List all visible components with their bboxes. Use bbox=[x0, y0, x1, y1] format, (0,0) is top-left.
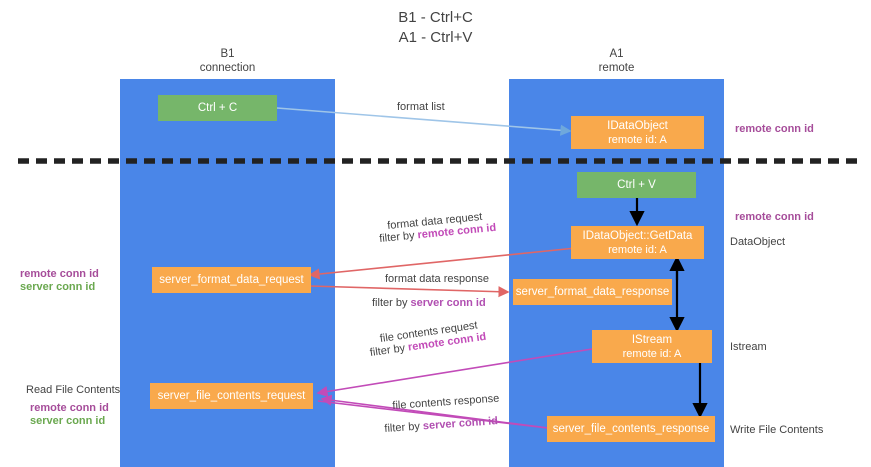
side-label-read-file-contents: Read File Contents bbox=[26, 384, 121, 396]
edge-label-format-data-response-filter: filter by server conn id bbox=[372, 297, 486, 311]
node-ctrl-v-label: Ctrl + V bbox=[617, 179, 656, 191]
filter-prefix: filter by bbox=[369, 341, 409, 360]
column-header-b1-role: connection bbox=[199, 61, 256, 74]
node-server-format-data-request[interactable]: server_format_data_request bbox=[152, 267, 311, 293]
edge-label-format-list: format list bbox=[397, 101, 445, 113]
node-ctrl-c-label: Ctrl + C bbox=[197, 102, 238, 114]
side-label-left-server-conn-id: server conn id bbox=[20, 281, 96, 293]
node-istream-label: IStream bbox=[631, 333, 673, 346]
node-server-file-contents-request-label: server_file_contents_request bbox=[157, 390, 306, 402]
node-server-format-data-response[interactable]: server_format_data_response bbox=[513, 279, 672, 305]
node-ctrl-v[interactable]: Ctrl + V bbox=[577, 172, 696, 198]
node-idataobject-remote-id: remote id: A bbox=[608, 133, 667, 146]
node-idataobject[interactable]: IDataObject remote id: A bbox=[571, 116, 704, 149]
side-label-write-file-contents: Write File Contents bbox=[730, 424, 824, 436]
column-header-a1-name: A1 bbox=[609, 48, 624, 60]
node-server-file-contents-request[interactable]: server_file_contents_request bbox=[150, 383, 313, 409]
column-header-a1: A1 remote bbox=[509, 48, 724, 75]
node-getdata-label: IDataObject::GetData bbox=[582, 229, 693, 242]
diagram-title: B1 - Ctrl+C A1 - Ctrl+V bbox=[0, 8, 871, 48]
filter-key-server-conn-id: server conn id bbox=[410, 297, 486, 309]
side-label-istream: Istream bbox=[730, 341, 767, 353]
title-line-1: B1 - Ctrl+C bbox=[398, 9, 473, 26]
node-idataobject-getdata[interactable]: IDataObject::GetData remote id: A bbox=[571, 226, 704, 259]
column-header-b1-name: B1 bbox=[220, 48, 235, 60]
filter-prefix: filter by bbox=[378, 229, 419, 246]
edge-label-file-contents-response-filter: filter by server conn id bbox=[384, 415, 498, 436]
node-ctrl-c[interactable]: Ctrl + C bbox=[158, 95, 277, 121]
side-label-left-server-conn-id-2: server conn id bbox=[30, 415, 106, 427]
node-istream[interactable]: IStream remote id: A bbox=[592, 330, 712, 363]
arrow-format-data-response bbox=[309, 285, 510, 298]
side-label-remote-conn-id-mid: remote conn id bbox=[735, 211, 814, 223]
node-server-file-contents-response[interactable]: server_file_contents_response bbox=[547, 416, 715, 442]
side-label-left-remote-conn-id: remote conn id bbox=[20, 268, 99, 280]
title-line-2: A1 - Ctrl+V bbox=[398, 29, 473, 46]
node-server-file-contents-response-label: server_file_contents_response bbox=[552, 423, 710, 435]
node-server-format-data-response-label: server_format_data_response bbox=[515, 286, 670, 298]
node-idataobject-label: IDataObject bbox=[607, 119, 668, 132]
side-label-remote-conn-id-top: remote conn id bbox=[735, 123, 814, 135]
node-getdata-remote-id: remote id: A bbox=[608, 243, 667, 256]
side-label-dataobject: DataObject bbox=[730, 236, 786, 248]
edge-label-format-data-response: format data response bbox=[385, 273, 489, 285]
column-header-b1: B1 connection bbox=[120, 48, 335, 75]
filter-key-server-conn-id: server conn id bbox=[422, 415, 499, 433]
column-header-a1-role: remote bbox=[598, 61, 635, 74]
filter-prefix: filter by bbox=[384, 420, 424, 436]
node-server-format-data-request-label: server_format_data_request bbox=[159, 274, 304, 286]
filter-prefix: filter by bbox=[372, 297, 411, 309]
side-label-left-remote-conn-id-2: remote conn id bbox=[30, 402, 109, 414]
node-istream-remote-id: remote id: A bbox=[622, 347, 682, 360]
edge-label-file-contents-response: file contents response bbox=[392, 392, 500, 413]
